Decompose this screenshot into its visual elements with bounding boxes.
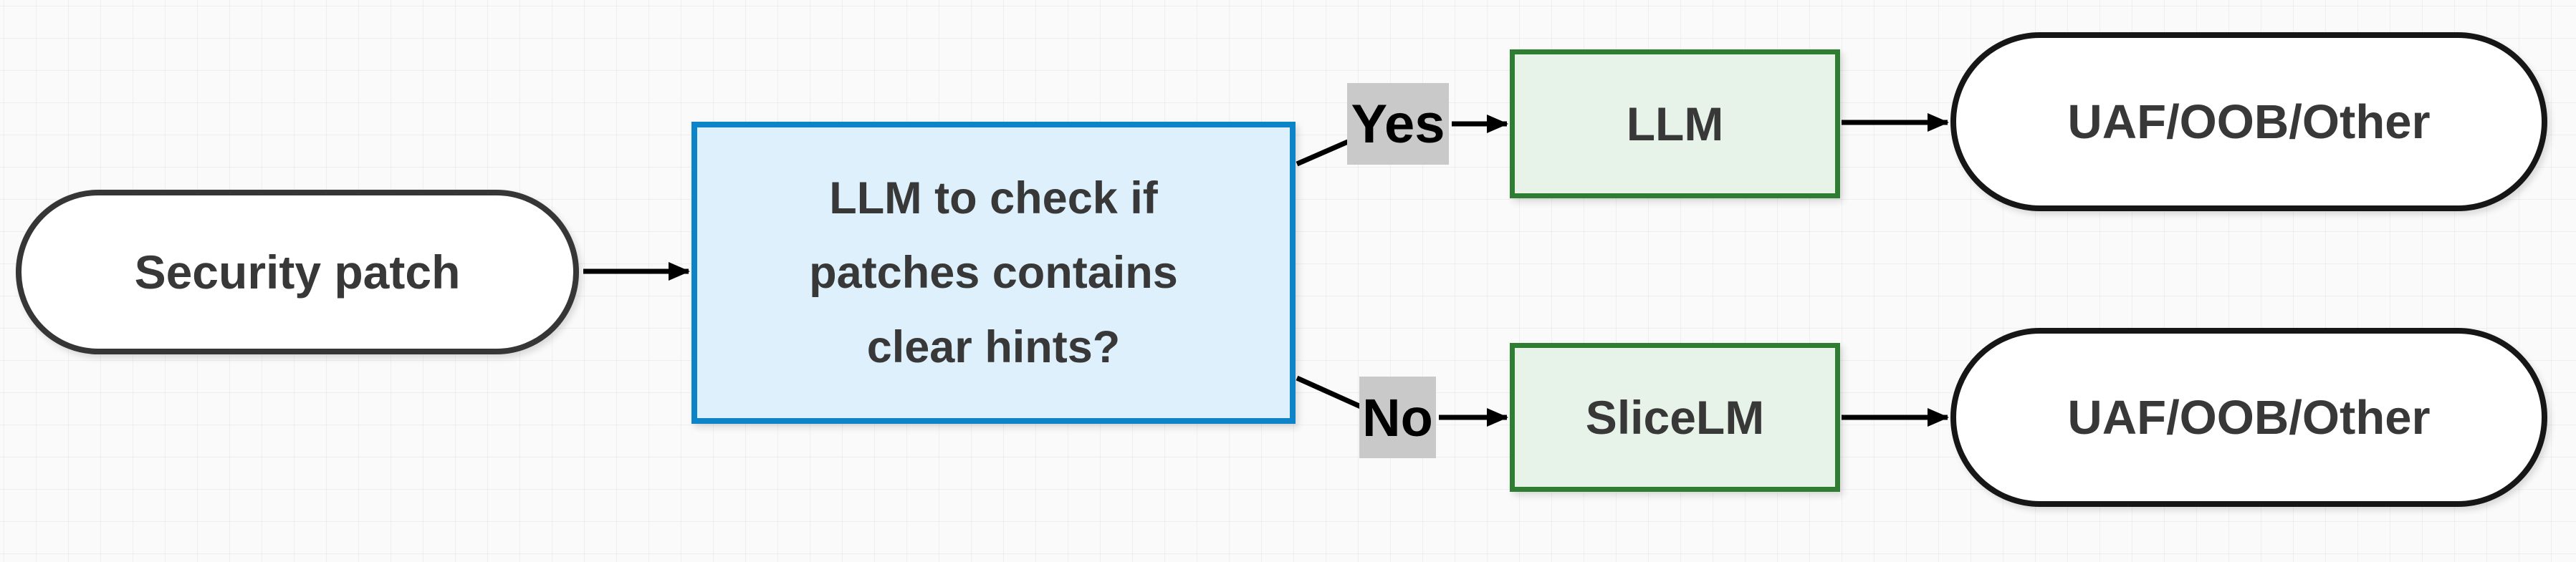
decision-node-line3: clear hints? bbox=[866, 322, 1121, 372]
output-bottom-node-label: UAF/OOB/Other bbox=[2067, 390, 2431, 445]
output-bottom-node: UAF/OOB/Other bbox=[1950, 328, 2547, 507]
decision-node: LLM to check if patches contains clear h… bbox=[691, 122, 1296, 424]
output-top-node: UAF/OOB/Other bbox=[1950, 32, 2547, 211]
start-node: Security patch bbox=[16, 190, 579, 354]
slicelm-node-label: SliceLM bbox=[1585, 391, 1765, 444]
output-top-node-label: UAF/OOB/Other bbox=[2067, 95, 2431, 149]
edge-decision-to-no bbox=[1296, 375, 1362, 410]
edge-label-yes: Yes bbox=[1347, 83, 1449, 165]
decision-node-line1: LLM to check if bbox=[829, 173, 1158, 223]
edge-label-no: No bbox=[1359, 377, 1436, 458]
decision-node-line2: patches contains bbox=[809, 248, 1178, 298]
llm-node: LLM bbox=[1510, 49, 1840, 198]
llm-node-label: LLM bbox=[1626, 97, 1724, 150]
slicelm-node: SliceLM bbox=[1510, 343, 1840, 492]
edge-decision-to-yes bbox=[1296, 139, 1349, 167]
start-node-label: Security patch bbox=[134, 246, 461, 299]
